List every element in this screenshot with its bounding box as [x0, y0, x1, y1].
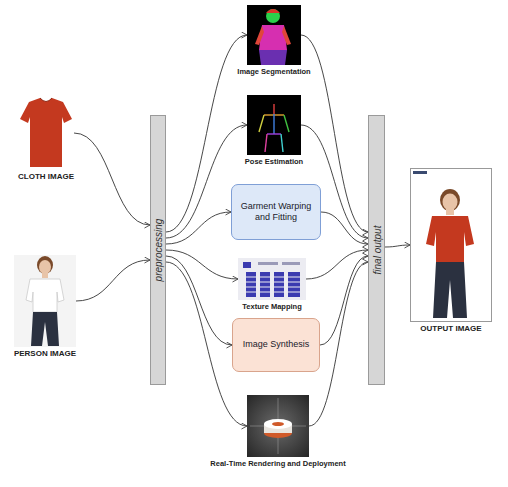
- process-box: Image Synthesis: [232, 318, 320, 372]
- segmentation-map: [247, 5, 301, 65]
- person-photo: [14, 255, 76, 347]
- flow-arrow: [306, 250, 368, 279]
- image-tile: OUTPUT IMAGE: [410, 168, 492, 322]
- output-photo: [411, 169, 492, 322]
- box-label: Garment Warping and Fitting: [238, 201, 314, 224]
- image-caption: PERSON IMAGE: [14, 350, 76, 359]
- stage-bar: final output: [368, 115, 385, 385]
- bar-label: preprocessing: [153, 219, 164, 282]
- flow-arrow: [166, 212, 231, 244]
- box-label: Image Synthesis: [243, 339, 310, 350]
- image-caption: Texture Mapping: [242, 303, 301, 311]
- texture-pattern: [238, 258, 306, 300]
- pose-skeleton: [247, 95, 301, 155]
- flow-arrow: [385, 245, 410, 247]
- flow-arrow: [76, 260, 150, 301]
- flow-arrow: [321, 212, 368, 244]
- bar-label: final output: [371, 226, 382, 275]
- image-caption: CLOTH IMAGE: [18, 173, 74, 182]
- image-caption: Pose Estimation: [245, 158, 303, 166]
- image-caption: Real-Time Rendering and Deployment: [210, 460, 345, 468]
- image-tile: Image Segmentation: [247, 5, 301, 65]
- image-tile: Pose Estimation: [247, 95, 301, 155]
- tshirt-photo: [20, 98, 72, 167]
- image-tile: Texture Mapping: [238, 258, 306, 300]
- image-caption: OUTPUT IMAGE: [420, 325, 481, 334]
- render-scene: [247, 395, 309, 457]
- flow-arrow: [166, 256, 232, 345]
- stage-bar: preprocessing: [150, 115, 166, 385]
- image-tile: CLOTH IMAGE: [18, 96, 74, 170]
- image-caption: Image Segmentation: [237, 68, 310, 76]
- process-box: Garment Warping and Fitting: [231, 184, 321, 240]
- flow-arrow: [166, 250, 238, 279]
- image-tile: PERSON IMAGE: [14, 255, 76, 347]
- flow-arrow: [320, 256, 368, 345]
- image-tile: Real-Time Rendering and Deployment: [247, 395, 309, 457]
- flow-arrow: [74, 133, 150, 225]
